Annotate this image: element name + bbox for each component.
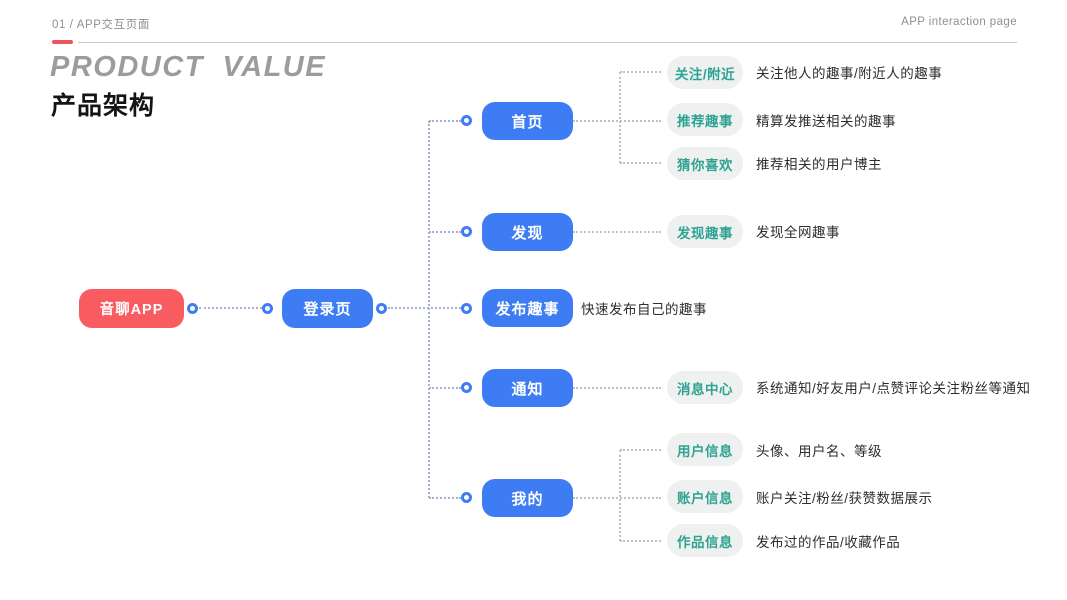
junction-dot	[461, 303, 472, 314]
connector-trunk	[428, 121, 430, 498]
desc-message-center: 系统通知/好友用户/点赞评论关注粉丝等通知	[756, 381, 1031, 396]
junction-dot	[461, 382, 472, 393]
pill-recommend: 推荐趣事	[667, 103, 743, 136]
header-rule	[78, 42, 1017, 43]
connector-mine-child1	[620, 449, 661, 451]
node-app-root: 音聊APP	[79, 289, 184, 328]
connector-notify-child	[573, 387, 661, 389]
connector-mine-child3	[620, 540, 661, 542]
title-english: PRODUCT VALUE	[50, 51, 327, 83]
pill-message-center: 消息中心	[667, 371, 743, 404]
connector-root-login	[199, 307, 262, 309]
node-mine: 我的	[482, 479, 573, 517]
node-notify: 通知	[482, 369, 573, 407]
junction-dot	[461, 226, 472, 237]
junction-dot	[461, 492, 472, 503]
connector-mine-vertical	[619, 450, 621, 541]
connector-home-child1	[620, 71, 661, 73]
connector-branch-home	[429, 120, 461, 122]
connector-home-child3	[620, 162, 661, 164]
desc-post: 快速发布自己的趣事	[581, 302, 707, 317]
desc-guess-like: 推荐相关的用户博主	[756, 157, 882, 172]
section-underline	[52, 40, 73, 44]
connector-mine-stem	[573, 497, 661, 499]
pill-works-info: 作品信息	[667, 524, 743, 557]
desc-follow-nearby: 关注他人的趣事/附近人的趣事	[756, 66, 943, 81]
page-title: 产品架构	[51, 92, 156, 120]
junction-dot	[376, 303, 387, 314]
desc-account-info: 账户关注/粉丝/获赞数据展示	[756, 491, 933, 506]
pill-account-info: 账户信息	[667, 480, 743, 513]
connector-home-stem	[573, 120, 661, 122]
connector-discover-child	[573, 231, 661, 233]
connector-home-vertical	[619, 72, 621, 163]
desc-works-info: 发布过的作品/收藏作品	[756, 535, 901, 550]
desc-discover-fun: 发现全网趣事	[756, 225, 840, 240]
section-label: 01 / APP交互页面	[52, 19, 150, 31]
connector-branch-mine	[429, 497, 461, 499]
desc-user-info: 头像、用户名、等级	[756, 444, 882, 459]
node-login-page: 登录页	[282, 289, 373, 328]
pill-follow-nearby: 关注/附近	[667, 56, 743, 89]
node-discover: 发现	[482, 213, 573, 251]
desc-recommend: 精算发推送相关的趣事	[756, 114, 896, 129]
junction-dot	[461, 115, 472, 126]
page-label-en: APP interaction page	[901, 16, 1017, 28]
pill-guess-like: 猜你喜欢	[667, 147, 743, 180]
pill-discover-fun: 发现趣事	[667, 215, 743, 248]
node-post: 发布趣事	[482, 289, 573, 327]
junction-dot	[187, 303, 198, 314]
node-home: 首页	[482, 102, 573, 140]
pill-user-info: 用户信息	[667, 433, 743, 466]
connector-branch-notify	[429, 387, 461, 389]
connector-branch-discover	[429, 231, 461, 233]
junction-dot	[262, 303, 273, 314]
connector-login-trunk	[388, 307, 461, 309]
